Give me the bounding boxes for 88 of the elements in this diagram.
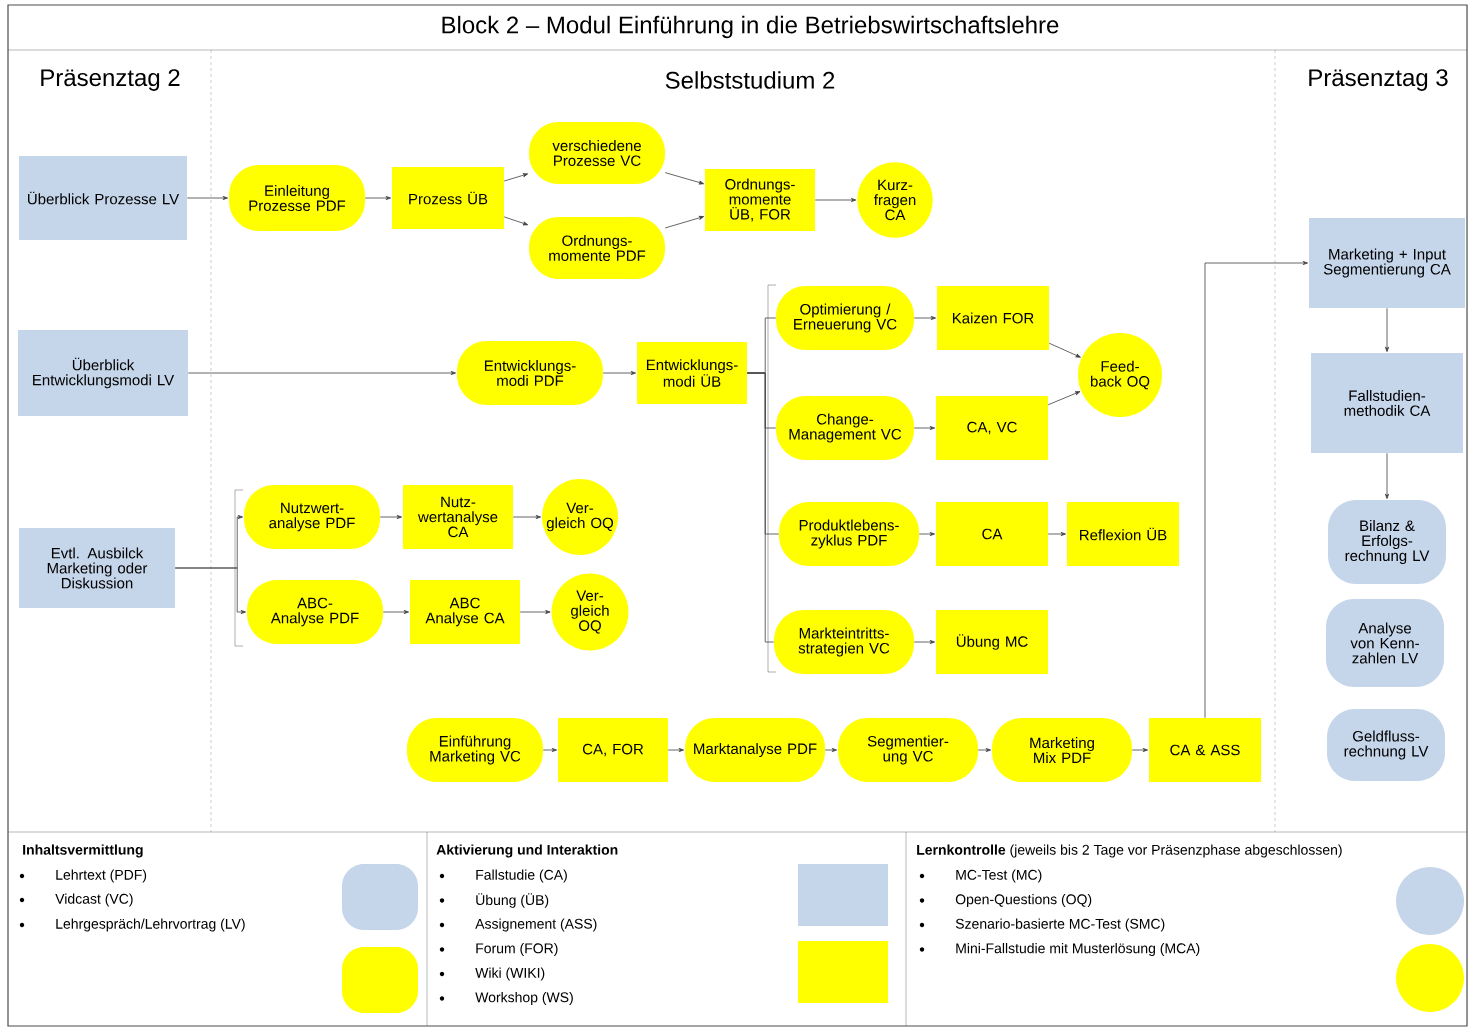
arrow	[542, 748, 557, 752]
rounded-box: Segmentier- ung VC	[838, 718, 978, 782]
arrow	[503, 216, 529, 226]
process-box: Übung MC	[936, 610, 1048, 674]
process-box: CA, FOR	[558, 718, 668, 782]
arrow	[664, 172, 705, 185]
circle-node: Ver- gleich OQ	[542, 479, 618, 555]
arrow	[913, 640, 935, 644]
arrow	[187, 371, 456, 375]
rounded-box: Marketing Mix PDF	[992, 718, 1132, 782]
legend-item: Übung (ÜB)	[476, 893, 549, 908]
arrow	[824, 748, 837, 752]
process-box: Prozess ÜB	[392, 167, 504, 229]
rounded-box: Bilanz & Erfolgs- rechnung LV	[1328, 500, 1446, 584]
process-box: Ordnungs- momente ÜB, FOR	[705, 169, 815, 231]
process-box: Fallstudien- methodik CA	[1311, 353, 1463, 453]
arrow	[1047, 391, 1081, 406]
legend-item: Szenario-basierte MC-Test (SMC)	[955, 918, 1165, 932]
arrow	[519, 610, 551, 614]
process-box: Überblick Entwicklungsmodi LV	[18, 330, 188, 416]
arrow	[1047, 532, 1066, 536]
process-box: Marketing + Input Segmentierung CA	[1309, 218, 1465, 308]
legend-item: Mini-Fallstudie mit Musterlösung (MCA)	[956, 943, 1200, 957]
title: Block 2 – Modul Einführung in die Betriebswirtschaftslehre	[442, 15, 1059, 39]
arrow	[379, 515, 402, 519]
legend-item: Vidcast (VC)	[55, 893, 133, 907]
legend-item: Lehrgespräch/Lehrvortrag (LV)	[56, 918, 245, 932]
connector-line	[746, 372, 775, 643]
process-box: Reflexion ÜB	[1067, 502, 1179, 566]
process-box: Überblick Prozesse LV	[19, 156, 187, 240]
legend-item: Workshop (WS)	[475, 992, 573, 1006]
rounded-box: Marktanalyse PDF	[685, 718, 825, 782]
legend-item: Wiki (WIKI)	[475, 967, 545, 981]
arrow	[1385, 452, 1390, 499]
process-box: Nutz- wertanalyse CA	[403, 485, 513, 549]
arrow	[977, 748, 991, 752]
arrow	[174, 567, 246, 614]
process-box: CA & ASS	[1149, 718, 1261, 782]
rounded-box: Markteintritts- strategien VC	[774, 610, 914, 674]
process-box: CA, VC	[936, 396, 1048, 460]
arrow	[664, 215, 705, 229]
legend-heading: Aktivierung und Interaktion	[436, 844, 618, 858]
circle-node: Feed- back OQ	[1078, 333, 1162, 417]
arrow	[1385, 307, 1390, 352]
arrow	[382, 610, 409, 614]
process-box: ABC Analyse CA	[410, 580, 520, 644]
legend-heading: Lernkontrolle (jeweils bis 2 Tage vor Präsenzphase abgeschlossen)	[917, 844, 1342, 858]
column-heading: Präsenztag 2	[41, 69, 180, 91]
arrow	[913, 316, 936, 320]
rounded-box: Produktlebens- zyklus PDF	[779, 502, 919, 566]
rounded-box: Einleitung Prozesse PDF	[229, 165, 365, 231]
rounded-box: Nutzwert- analyse PDF	[244, 485, 380, 549]
legend-item: Forum (FOR)	[476, 943, 558, 957]
legend-item: MC-Test (MC)	[956, 869, 1042, 883]
rounded-box: ABC-Analyse PDF	[247, 580, 383, 644]
arrow	[186, 196, 228, 200]
column-heading: Präsenztag 3	[1309, 69, 1448, 91]
process-box: Entwicklungs- modi ÜB	[637, 342, 747, 404]
arrow	[503, 173, 529, 182]
circle-node: Ver- gleich OQ	[551, 573, 629, 651]
legend-item: Assignement (ASS)	[475, 918, 597, 932]
rounded-box: Optimierung / Erneuerung VC	[776, 286, 914, 350]
legend-item: Fallstudie (CA)	[476, 869, 567, 883]
arrow	[814, 198, 857, 202]
rounded-box: Entwicklungs- modi PDF	[457, 341, 603, 405]
rounded-box: Ordnungs- momente PDF	[529, 217, 665, 279]
rounded-box: Change- Management VC	[776, 396, 914, 460]
process-box: CA	[936, 502, 1048, 566]
arrow	[602, 371, 636, 375]
column-heading: Selbststudium 2	[665, 71, 835, 89]
process-box: Evtl. Ausbilck Marketing oder Diskussion	[19, 528, 175, 608]
rounded-box: Geldfluss- rechnung LV	[1327, 709, 1445, 781]
arrow	[364, 196, 391, 200]
rounded-box: Analyse von Kenn- zahlen LV	[1326, 599, 1444, 687]
arrow	[913, 426, 935, 430]
rounded-box: Einführung Marketing VC	[407, 718, 543, 782]
arrow	[512, 515, 541, 519]
arrow	[918, 532, 935, 536]
arrow	[1048, 342, 1081, 358]
legend-item: Open-Questions (OQ)	[955, 894, 1092, 908]
legend-heading: Inhaltsvermittlung	[23, 844, 143, 858]
circle-node: Kurz- fragen CA	[857, 162, 933, 238]
rounded-box: verschiedene Prozesse VC	[529, 122, 665, 184]
arrow	[667, 748, 684, 752]
arrow	[1204, 261, 1308, 719]
legend-item: Lehrtext (PDF)	[56, 869, 147, 883]
process-box: Kaizen FOR	[937, 286, 1049, 350]
arrow	[1131, 748, 1148, 752]
